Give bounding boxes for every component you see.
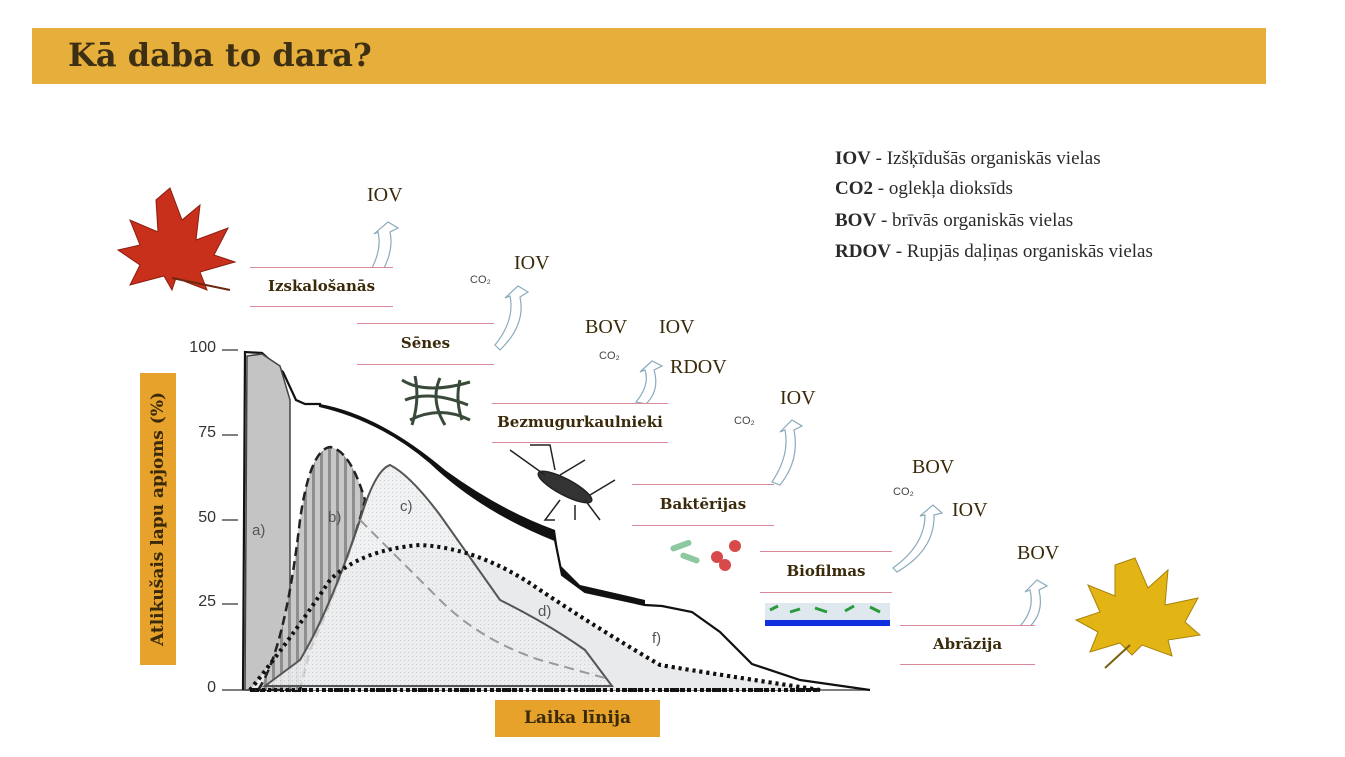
- curve-d: [359, 519, 606, 679]
- curve-label-c: c): [400, 498, 413, 515]
- x-axis-label: Laika līnija: [495, 700, 660, 737]
- invertebrate-icon: [509, 444, 616, 521]
- output-iov: IOV: [952, 499, 988, 521]
- fungi-arrow-icon: [494, 285, 530, 351]
- output-bov: BOV: [912, 456, 955, 478]
- legend-item: CO2 - oglekļa dioksīds: [835, 178, 1013, 199]
- curve-f: [241, 350, 871, 692]
- curve-label-a: a): [252, 522, 266, 539]
- y-axis-label: Atlikušais lapu apjoms (%): [140, 373, 176, 665]
- decomposition-chart: [222, 349, 871, 692]
- output-iov: IOV: [514, 252, 550, 274]
- bacteria-icon: [670, 539, 741, 571]
- output-co2: CO₂: [599, 350, 620, 362]
- title-bar: [32, 28, 1266, 84]
- biofilms-arrow-icon: [892, 504, 944, 573]
- yellow-maple-leaf-icon: [1074, 557, 1202, 669]
- output-iov: IOV: [780, 387, 816, 409]
- stage-leaching: Izskalošanās: [250, 267, 393, 307]
- abrasion-arrow-icon: [1019, 579, 1049, 631]
- stage-invertebrates: Bezmugurkaulnieki: [492, 403, 668, 443]
- red-maple-leaf-icon: [116, 187, 237, 292]
- leaching-arrow-icon: [371, 221, 400, 273]
- curve-label-b: b): [328, 509, 342, 526]
- stage-biofilms: Biofilmas: [760, 551, 892, 593]
- invertebrates-arrow-icon: [634, 360, 664, 405]
- output-iov: IOV: [659, 316, 695, 338]
- output-bov: BOV: [585, 316, 628, 338]
- stage-bacteria: Baktērijas: [632, 484, 774, 526]
- y-tick-label: 100: [189, 339, 216, 356]
- y-tick-label: 0: [207, 679, 216, 696]
- legend-item: IOV - Izšķīdušās organiskās vielas: [835, 148, 1101, 169]
- biofilm-icon: [765, 603, 890, 626]
- y-tick-label: 25: [198, 593, 216, 610]
- curve-e-line: [248, 542, 821, 692]
- y-tick-label: 50: [198, 509, 216, 526]
- y-tick-label: 75: [198, 424, 216, 441]
- stage-fungi: Sēnes: [357, 323, 494, 365]
- curve-c: [261, 463, 614, 687]
- output-bov: BOV: [1017, 542, 1060, 564]
- output-co2: CO₂: [893, 486, 914, 498]
- bacteria-arrow-icon: [771, 419, 804, 486]
- output-co2: CO₂: [470, 274, 491, 286]
- stage-abrasion: Abrāzija: [900, 625, 1035, 665]
- page-title: Kā daba to dara?: [68, 36, 372, 74]
- legend-item: RDOV - Rupjās daļiņas organiskās vielas: [835, 241, 1153, 262]
- output-co2: CO₂: [734, 415, 755, 427]
- curve-label-d: d): [538, 603, 552, 620]
- output-iov: IOV: [367, 184, 403, 206]
- legend-item: BOV - brīvās organiskās vielas: [835, 210, 1074, 231]
- fungi-hyphae-icon: [401, 375, 471, 426]
- curve-label-f: f): [652, 630, 662, 647]
- output-rdov: RDOV: [670, 356, 727, 378]
